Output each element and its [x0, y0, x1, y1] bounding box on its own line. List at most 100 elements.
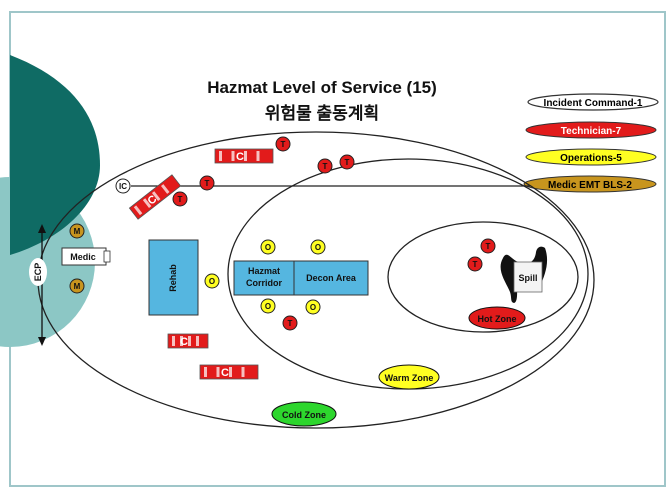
cold-zone-badge: [271, 401, 337, 427]
technician-marker: T: [317, 158, 333, 174]
marker-circle: [260, 298, 276, 314]
warm-zone-badge: [378, 364, 440, 390]
hazmat-corridor-label-line1: Hazmat: [248, 266, 280, 276]
hot-zone-boundary: [387, 221, 579, 333]
marker-label: O: [310, 303, 316, 312]
spill-label: Spill: [518, 273, 537, 283]
marker-circle: [305, 299, 321, 315]
marker-circle: [275, 136, 291, 152]
marker-label: O: [265, 243, 271, 252]
marker-label: T: [178, 195, 183, 204]
legend: Incident Command-1 Technician-7 Operatio…: [523, 93, 659, 193]
technician-marker: T: [172, 191, 188, 207]
operations-marker: O: [204, 273, 220, 289]
technician-marker: T: [199, 175, 215, 191]
truck-stripe: [244, 151, 247, 161]
truck-stripe: [133, 205, 143, 216]
truck-stripe: [229, 367, 232, 377]
marker-label: O: [265, 302, 271, 311]
truck-label: C: [221, 367, 229, 379]
operations-marker: O: [305, 299, 321, 315]
medic-label: Medic: [70, 252, 96, 262]
marker-circle: [339, 154, 355, 170]
marker-label: T: [323, 162, 328, 171]
legend-technician-label: Technician-7: [561, 126, 622, 137]
marker-circle: [69, 223, 85, 239]
ecp-arrow-up: [38, 224, 46, 233]
ecp-label-bg: [29, 258, 47, 286]
diagram-title: Hazmat Level of Service (15): [207, 78, 437, 97]
marker-circle: [204, 273, 220, 289]
decon-area-label: Decon Area: [306, 273, 357, 283]
marker-label: M: [74, 282, 81, 291]
truck-stripe: [172, 336, 175, 346]
technician-marker: T: [339, 154, 355, 170]
hazmat-corridor-label-line2: Corridor: [246, 278, 282, 288]
hazmat-corridor-box: [233, 260, 295, 296]
medic-area: Medic: [61, 247, 111, 266]
marker-label: T: [473, 260, 478, 269]
legend-technician-swatch: [525, 121, 657, 139]
operations-marker: O: [310, 239, 326, 255]
spill-area: Spill: [500, 246, 548, 303]
slide-frame: [9, 11, 666, 487]
diagram-subtitle: 위험물 출동계획: [265, 103, 379, 123]
marker-circle: [282, 315, 298, 331]
technician-marker: T: [275, 136, 291, 152]
operations-marker: O: [260, 239, 276, 255]
truck-stripe: [204, 367, 207, 377]
decon-corridor: Hazmat Corridor Decon Area: [233, 260, 369, 296]
cold-zone-label: Cold Zone: [282, 410, 326, 420]
rehab-area: Rehab: [148, 239, 199, 316]
truck-stripe: [219, 151, 222, 161]
zone-labels: Hot Zone Warm Zone Cold Zone: [271, 306, 526, 427]
marker-circle: [467, 256, 483, 272]
hot-zone-badge: [468, 306, 526, 330]
medic-box-tab: [103, 250, 111, 263]
truck-stripe: [151, 191, 161, 201]
marker-circle: [172, 191, 188, 207]
decon-area-box: [293, 260, 369, 296]
technician-marker: T: [467, 256, 483, 272]
legend-incident-command-swatch: [527, 93, 659, 111]
marker-label: T: [281, 140, 286, 149]
vehicles: C C C C: [128, 148, 274, 380]
truck-stripe: [188, 336, 191, 346]
legend-operations-label: Operations-5: [560, 153, 622, 164]
truck-label: C: [236, 151, 244, 163]
truck-label: C: [180, 336, 188, 348]
fire-truck: C: [128, 174, 182, 220]
ecp-marker: ECP: [29, 224, 47, 346]
incident-command-marker: IC: [115, 178, 131, 194]
legend-medic-label: Medic EMT BLS-2: [548, 180, 632, 191]
medic-marker: M: [69, 223, 85, 239]
marker-label: M: [74, 227, 81, 236]
marker-circle: [317, 158, 333, 174]
truck-stripe: [196, 336, 199, 346]
fire-truck: C: [167, 333, 209, 349]
marker-label: T: [205, 179, 210, 188]
marker-circle: [69, 278, 85, 294]
decorative-teal-shapes: [0, 55, 100, 347]
rehab-label: Rehab: [168, 264, 178, 292]
rehab-box: [148, 239, 199, 316]
marker-label: T: [288, 319, 293, 328]
fire-truck: C: [214, 148, 274, 164]
legend-medic-swatch: [523, 175, 657, 193]
hot-zone-label: Hot Zone: [478, 314, 517, 324]
legend-incident-command-label: Incident Command-1: [544, 98, 643, 109]
teal-dark-shape: [10, 55, 100, 255]
truck-stripe: [216, 367, 220, 377]
truck-stripe: [241, 367, 245, 377]
truck-stripe: [160, 184, 170, 194]
marker-circle: [260, 239, 276, 255]
marker-circle: [199, 175, 215, 191]
marker-circle: [480, 238, 496, 254]
marker-label: O: [315, 243, 321, 252]
marker-label: T: [486, 242, 491, 251]
marker-circle: [115, 178, 131, 194]
marker-label: IC: [119, 182, 127, 191]
marker-label: T: [345, 158, 350, 167]
